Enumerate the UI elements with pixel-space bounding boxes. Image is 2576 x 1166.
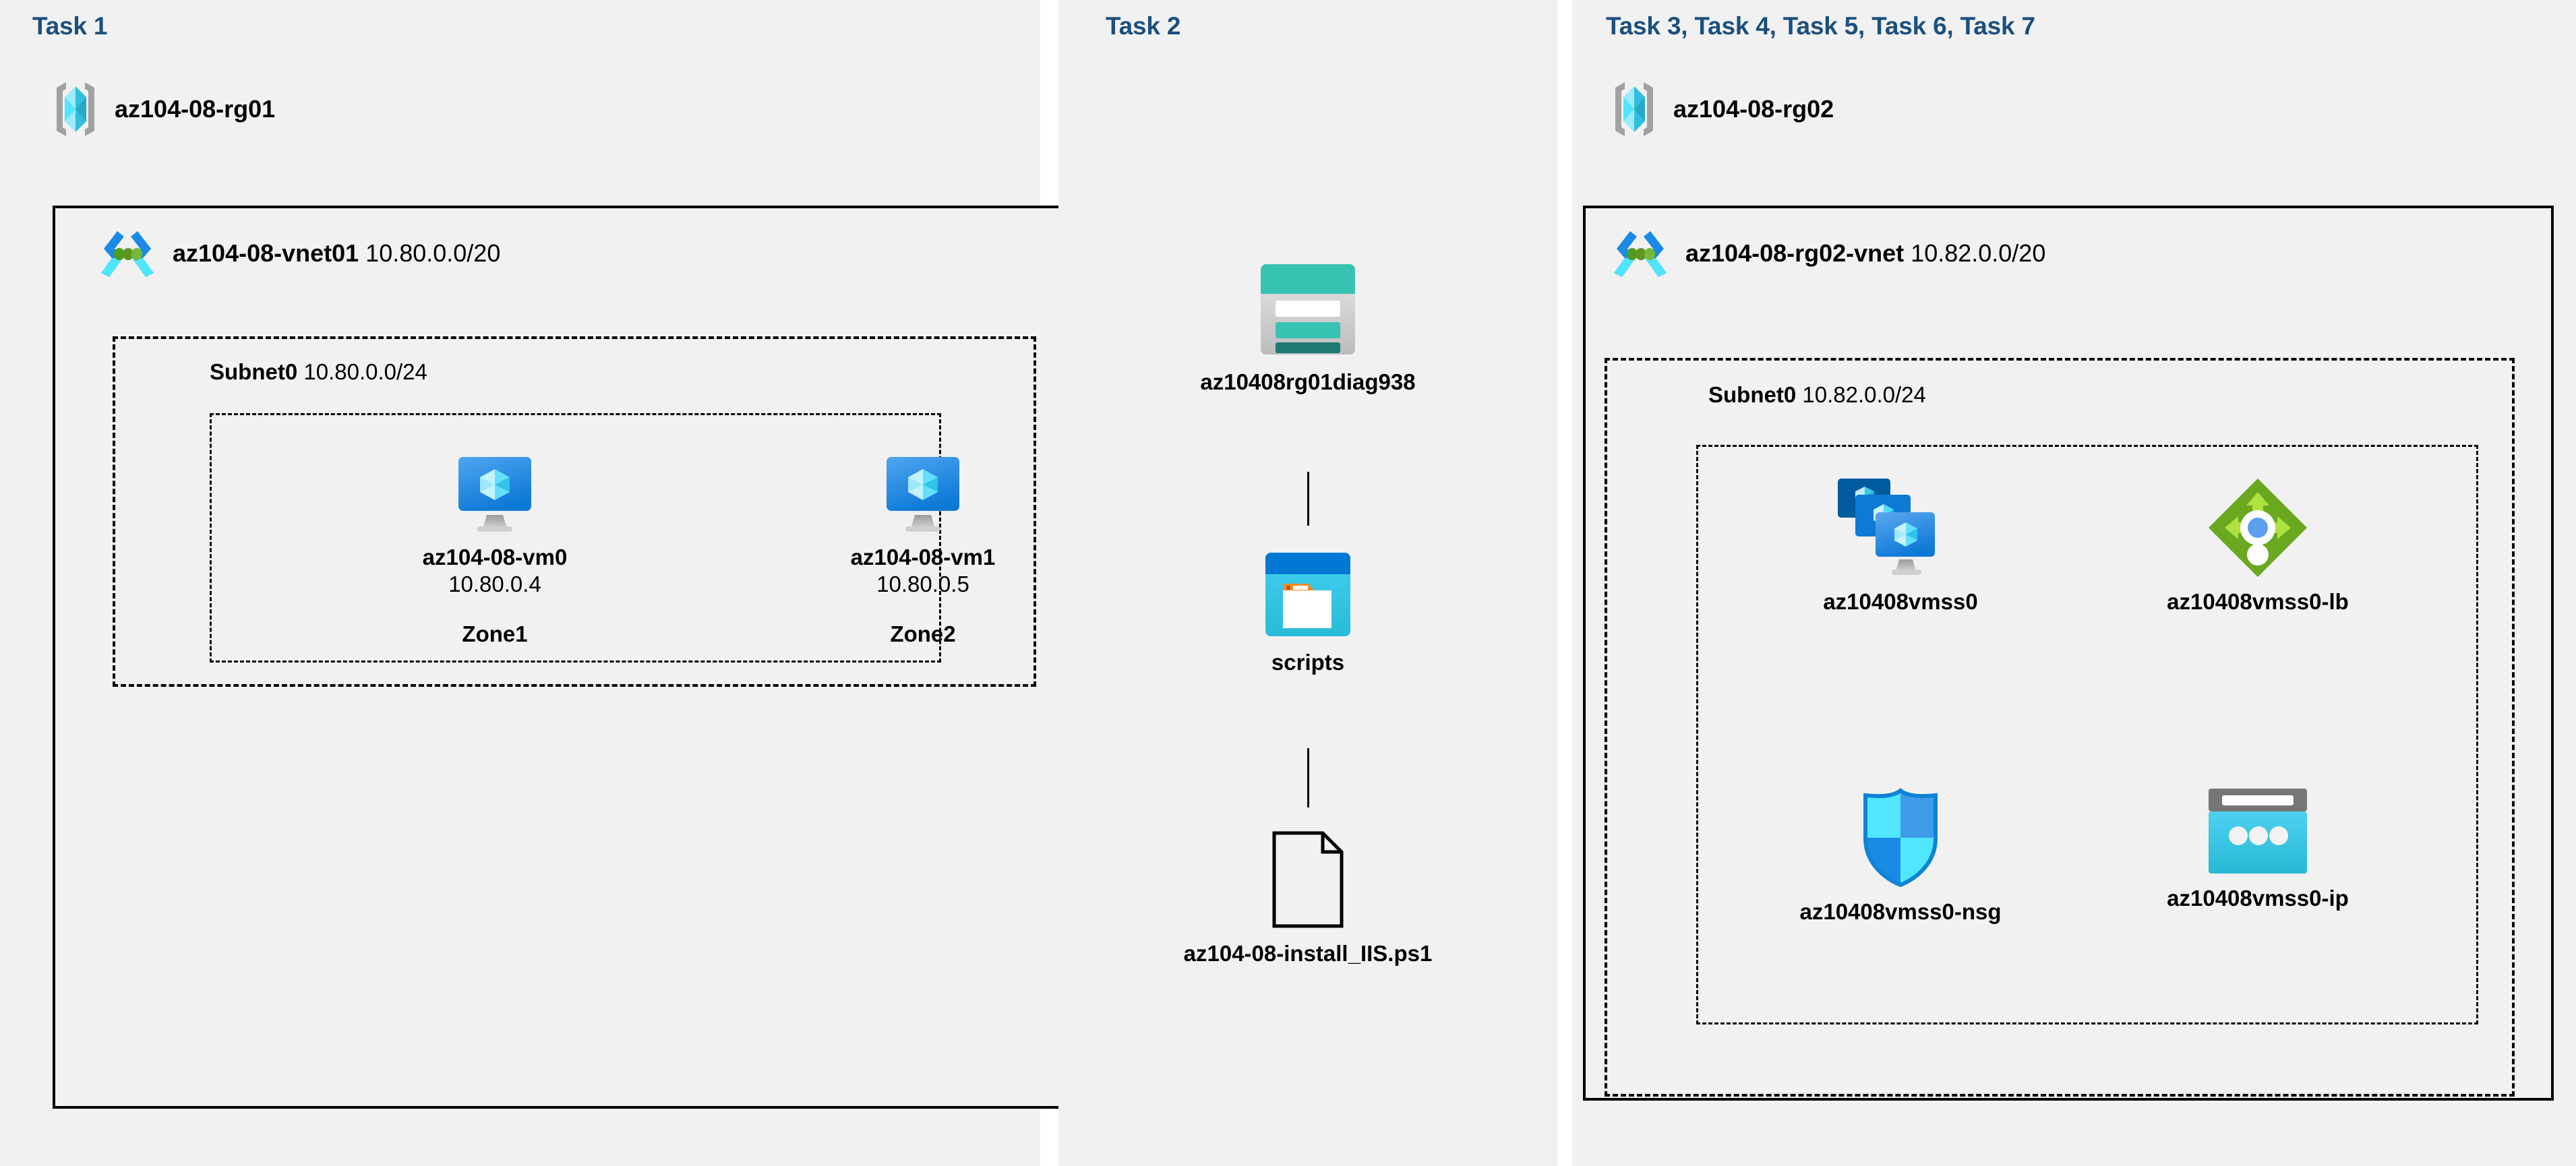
public-ip-node: az10408vmss0-ip <box>2157 787 2359 911</box>
vm-ip: 10.80.0.4 <box>448 572 541 596</box>
vnet-name: az104-08-vnet01 <box>173 239 366 267</box>
resource-group-icon <box>1610 80 1658 139</box>
file-node: az104-08-install_IIS.ps1 <box>1058 830 1557 966</box>
nsg-name: az10408vmss0-nsg <box>1799 899 2002 924</box>
vnet-container-rg02-vnet: az104-08-rg02-vnet 10.82.0.0/20 Subnet0 … <box>1583 206 2554 1101</box>
resource-group-box: az10408vmss0 <box>1696 445 2478 1024</box>
file-name: az104-08-install_IIS.ps1 <box>1183 941 1433 966</box>
blob-container-node: scripts <box>1058 551 1557 675</box>
vnet-cidr: 10.80.0.0/20 <box>365 239 501 267</box>
virtual-network-icon <box>97 228 158 278</box>
vmss-node: az10408vmss0 <box>1799 477 2002 615</box>
subnet-cidr: 10.82.0.0/24 <box>1802 382 1926 407</box>
task-2-title: Task 2 <box>1106 12 1181 40</box>
public-ip-name: az10408vmss0-ip <box>2167 886 2349 911</box>
subnet-name: Subnet0 <box>1708 382 1803 407</box>
vm-zone: Zone1 <box>462 621 528 646</box>
availability-zone-group: az104-08-vm0 10.80.0.4 Zone1 <box>210 413 995 663</box>
task-1-title: Task 1 <box>32 12 108 40</box>
vnet-title-group: az104-08-vnet01 10.80.0.0/20 <box>173 239 500 268</box>
storage-account-icon <box>1258 262 1358 357</box>
resource-group-rg01: az104-08-rg01 <box>51 80 275 139</box>
subnet-header: Subnet0 10.82.0.0/24 <box>1708 382 1926 408</box>
vnet-header: az104-08-rg02-vnet 10.82.0.0/20 <box>1610 228 2045 278</box>
storage-chain: az10408rg01diag938 <box>1058 0 1557 1166</box>
virtual-machine-icon <box>885 456 961 534</box>
resource-group-label: az104-08-rg02 <box>1673 95 1834 123</box>
file-icon <box>1265 830 1351 929</box>
subnet-container-subnet0: Subnet0 10.82.0.0/24 <box>1605 358 2515 1097</box>
virtual-machine-icon <box>457 456 533 534</box>
resource-group-icon <box>51 80 100 139</box>
subnet-cidr: 10.80.0.0/24 <box>303 359 427 384</box>
public-ip-address-icon <box>2207 787 2308 875</box>
blob-container-icon <box>1264 551 1352 638</box>
resource-group-label: az104-08-rg01 <box>115 95 276 123</box>
vmss-name: az10408vmss0 <box>1823 589 1978 614</box>
vm-name: az104-08-vm0 <box>422 545 568 570</box>
nsg-node: az10408vmss0-nsg <box>1799 787 2002 925</box>
connector-line <box>1307 748 1309 807</box>
storage-account-node: az10408rg01diag938 <box>1058 262 1557 395</box>
subnet-container-subnet0: Subnet0 10.80.0.0/24 <box>113 336 1036 687</box>
task-3-7-title: Task 3, Task 4, Task 5, Task 6, Task 7 <box>1606 12 2035 40</box>
subnet-header: Subnet0 10.80.0.0/24 <box>210 359 427 385</box>
vnet-cidr: 10.82.0.0/20 <box>1911 239 2046 267</box>
vm-scale-set-icon <box>1836 477 1965 578</box>
storage-account-name: az10408rg01diag938 <box>1200 369 1416 394</box>
vnet-name: az104-08-rg02-vnet <box>1685 239 1911 267</box>
vm-node-az104-08-vm0: az104-08-vm0 10.80.0.4 Zone1 <box>414 456 576 647</box>
vnet-title-group: az104-08-rg02-vnet 10.82.0.0/20 <box>1685 239 2045 268</box>
connector-line <box>1307 472 1309 526</box>
vnet-header: az104-08-vnet01 10.80.0.0/20 <box>97 228 500 278</box>
load-balancer-icon <box>2207 477 2308 578</box>
resource-group-rg02: az104-08-rg02 <box>1610 80 1834 139</box>
blob-container-name: scripts <box>1271 650 1345 675</box>
vm-ip: 10.80.0.5 <box>876 572 969 596</box>
load-balancer-name: az10408vmss0-lb <box>2167 589 2349 614</box>
network-security-group-icon <box>1859 787 1942 888</box>
virtual-network-icon <box>1610 228 1671 278</box>
load-balancer-node: az10408vmss0-lb <box>2157 477 2359 615</box>
vm-node-az104-08-vm1: az104-08-vm1 10.80.0.5 Zone2 <box>842 456 1004 647</box>
subnet-name: Subnet0 <box>210 359 304 384</box>
vm-name: az104-08-vm1 <box>850 545 996 570</box>
vm-zone: Zone2 <box>890 621 956 646</box>
